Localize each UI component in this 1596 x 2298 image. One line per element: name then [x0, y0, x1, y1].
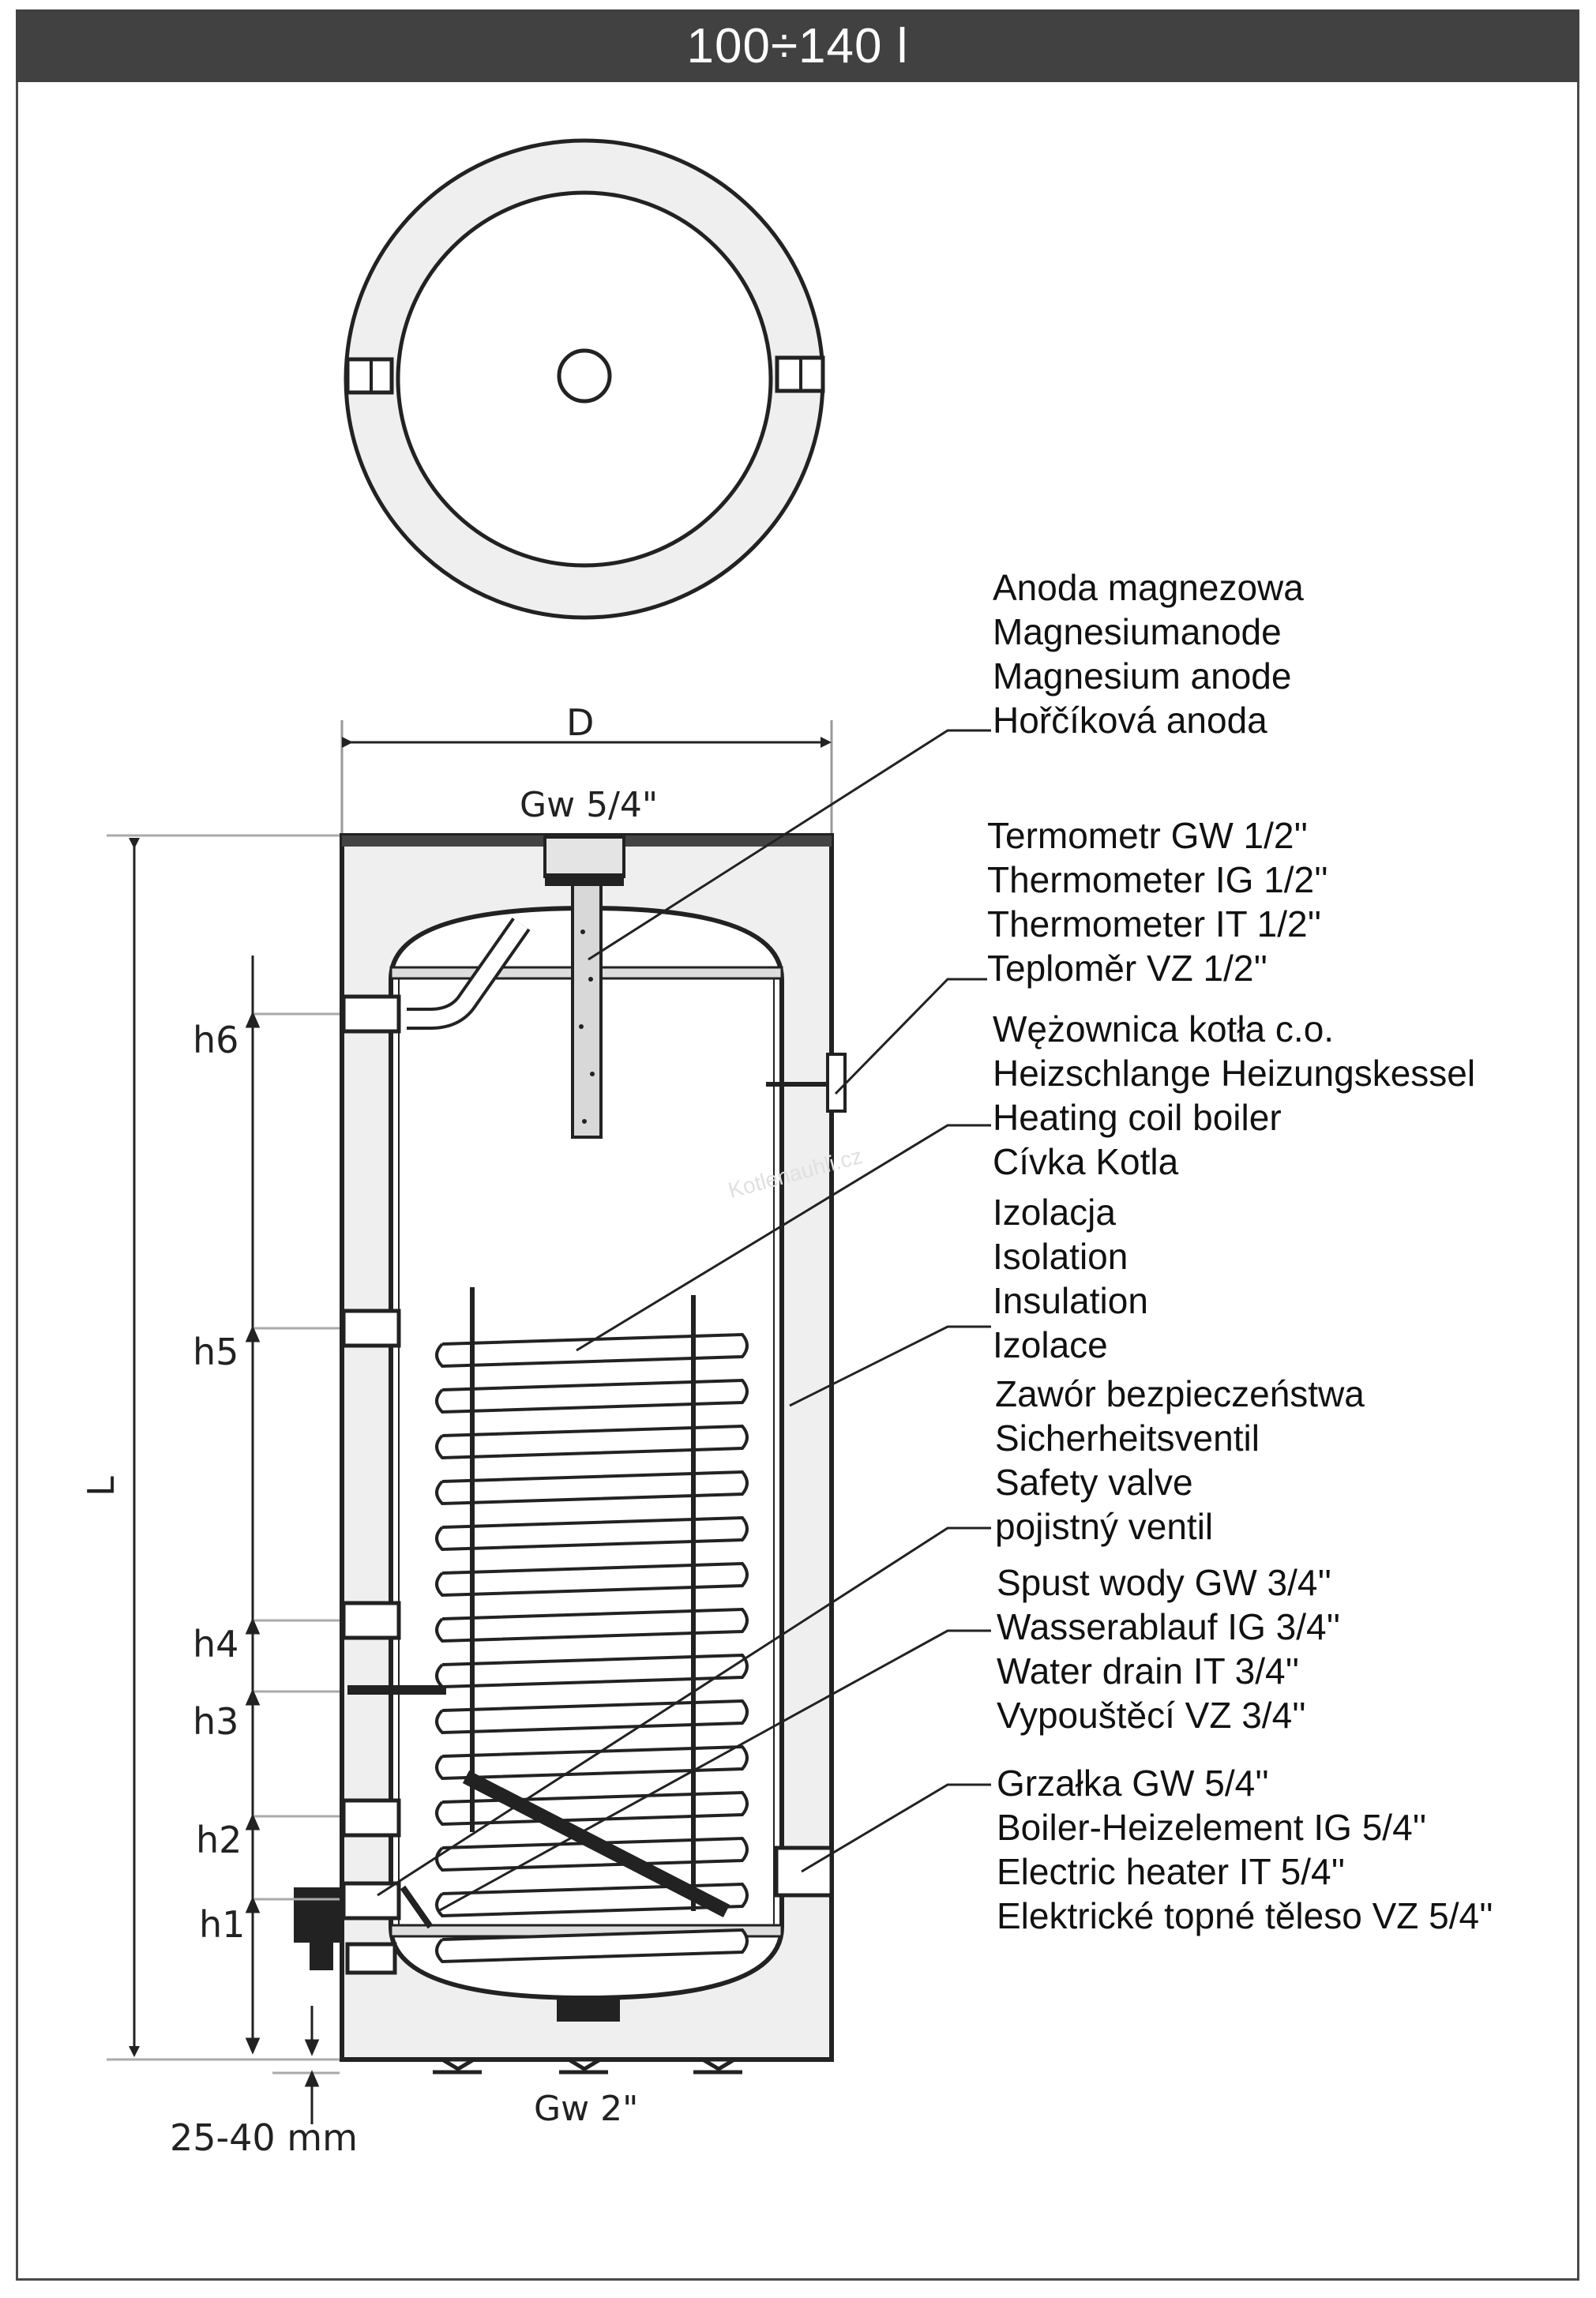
insulation-label: Izolacja Isolation Insulation Izolace: [993, 1190, 1148, 1367]
coil-loop: [435, 1607, 749, 1643]
l-dimension: [107, 834, 340, 2061]
dim-h5: h5: [193, 1331, 239, 1373]
heater-label: Grzałka GW 5/4'' Boiler-Heizelement IG 5…: [997, 1761, 1493, 1938]
drain-label: Spust wody GW 3/4'' Wasserablauf IG 3/4'…: [997, 1560, 1340, 1737]
thermometer-label-en: Thermometer IT 1/2'': [987, 903, 1322, 944]
dim-top-connection: Gw 5/4": [520, 785, 659, 825]
coil-loop: [435, 1653, 749, 1689]
heating-coil: [435, 1287, 749, 1964]
insulation-label-pl: Izolacja: [993, 1192, 1116, 1233]
thermometer-connection: [766, 1053, 847, 1113]
drain-label-en: Water drain IT 3/4'': [997, 1650, 1300, 1692]
anode-label-pl: Anoda magnezowa: [993, 567, 1304, 608]
leader-lines: [377, 729, 991, 1913]
coil-return-pipe: [462, 1770, 730, 1918]
heater-label-en: Electric heater IT 5/4'': [997, 1851, 1346, 1892]
dim-bottom-connection: Gw 2": [534, 2089, 639, 2129]
title-bar: 100÷140 l: [16, 9, 1579, 82]
h-dimensions: [245, 956, 340, 2124]
dim-feet: 25-40 mm: [170, 2116, 358, 2159]
coil-loop: [435, 1744, 749, 1781]
dim-h3: h3: [193, 1700, 239, 1743]
magnesium-anode: [571, 883, 603, 1139]
dim-l: L: [79, 1476, 122, 1496]
anode-label: Anoda magnezowa Magnesiumanode Magnesium…: [993, 565, 1304, 742]
coil-label-de: Heizschlange Heizungskessel: [993, 1053, 1476, 1094]
anode-label-de: Magnesiumanode: [993, 611, 1282, 652]
anode-label-cz: Hořčíková anoda: [993, 700, 1267, 741]
drain-label-cz: Vypouštěcí VZ 3/4'': [997, 1695, 1306, 1736]
dim-h6: h6: [193, 1019, 239, 1061]
thermometer-label-cz: Teploměr VZ 1/2'': [987, 948, 1268, 989]
anode-label-en: Magnesium anode: [993, 655, 1292, 697]
coil-loop: [435, 1561, 749, 1598]
thermometer-label-de: Thermometer IG 1/2'': [987, 859, 1328, 900]
insulation-label-en: Insulation: [993, 1280, 1148, 1321]
safety-valve-label-en: Safety valve: [995, 1462, 1193, 1503]
coil-label-pl: Wężownica kotła c.o.: [993, 1008, 1335, 1049]
insulation-label-cz: Izolace: [993, 1324, 1108, 1365]
drain-label-de: Wasserablauf IG 3/4'': [997, 1606, 1341, 1647]
drain-label-pl: Spust wody GW 3/4'': [997, 1562, 1332, 1603]
coil-loop: [435, 1515, 749, 1552]
dim-d: D: [566, 701, 595, 744]
coil-label-cz: Cívka Kotla: [993, 1141, 1179, 1182]
side-connectors: [294, 994, 446, 1975]
coil-loop: [435, 1882, 749, 1918]
electric-heater-port: [774, 1846, 834, 1898]
heater-label-pl: Grzałka GW 5/4'': [997, 1763, 1269, 1804]
coil-loop: [435, 1378, 749, 1414]
heater-label-cz: Elektrické topné těleso VZ 5/4'': [997, 1895, 1493, 1936]
safety-valve-label-de: Sicherheitsventil: [995, 1417, 1260, 1459]
title: 100÷140 l: [686, 18, 909, 73]
insulation-label-de: Isolation: [993, 1236, 1128, 1277]
coil-loop: [435, 1332, 749, 1369]
heater-label-de: Boiler-Heizelement IG 5/4'': [997, 1807, 1427, 1848]
safety-valve-label-pl: Zawór bezpieczeństwa: [995, 1373, 1365, 1414]
coil-loop: [435, 1836, 749, 1872]
safety-valve-label: Zawór bezpieczeństwa Sicherheitsventil S…: [995, 1372, 1365, 1549]
coil-loop: [435, 1424, 749, 1460]
dim-h2: h2: [196, 1819, 242, 1861]
top-view: [344, 138, 825, 620]
coil-loop: [435, 1470, 749, 1506]
dim-h1: h1: [199, 1903, 246, 1946]
safety-valve-label-cz: pojistný ventil: [995, 1506, 1214, 1547]
coil-label: Wężownica kotła c.o. Heizschlange Heizun…: [993, 1007, 1475, 1184]
coil-loop: [435, 1699, 749, 1735]
coil-label-en: Heating coil boiler: [993, 1097, 1282, 1138]
coil-loop: [435, 1928, 749, 1964]
dim-h4: h4: [193, 1623, 239, 1665]
thermometer-label: Termometr GW 1/2'' Thermometer IG 1/2'' …: [987, 813, 1328, 990]
thermometer-label-pl: Termometr GW 1/2'': [987, 815, 1309, 856]
d-dimension: [340, 720, 833, 833]
